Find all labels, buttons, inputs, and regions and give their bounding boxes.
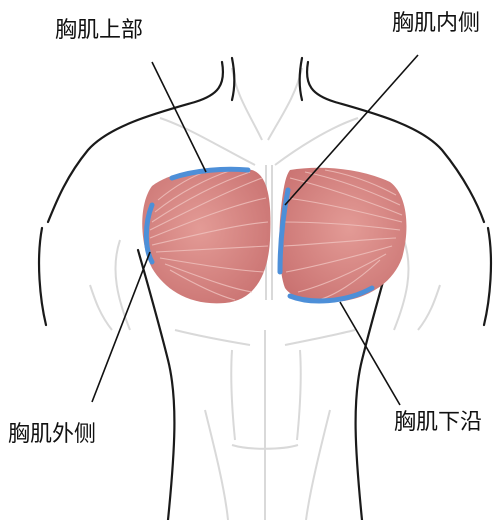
label-pectoral-inner: 胸肌内侧 — [392, 13, 480, 35]
torso-detail-lines — [90, 68, 440, 520]
label-pectoral-lower: 胸肌下沿 — [394, 412, 482, 434]
leader-line-outer — [92, 252, 150, 402]
label-pectoral-outer: 胸肌外侧 — [8, 424, 96, 446]
right-pectoral-muscle — [279, 168, 406, 303]
leader-line-lower — [340, 302, 400, 405]
label-pectoral-upper: 胸肌上部 — [55, 20, 143, 42]
left-pectoral-muscle — [142, 168, 270, 303]
leader-line-upper — [152, 62, 206, 172]
